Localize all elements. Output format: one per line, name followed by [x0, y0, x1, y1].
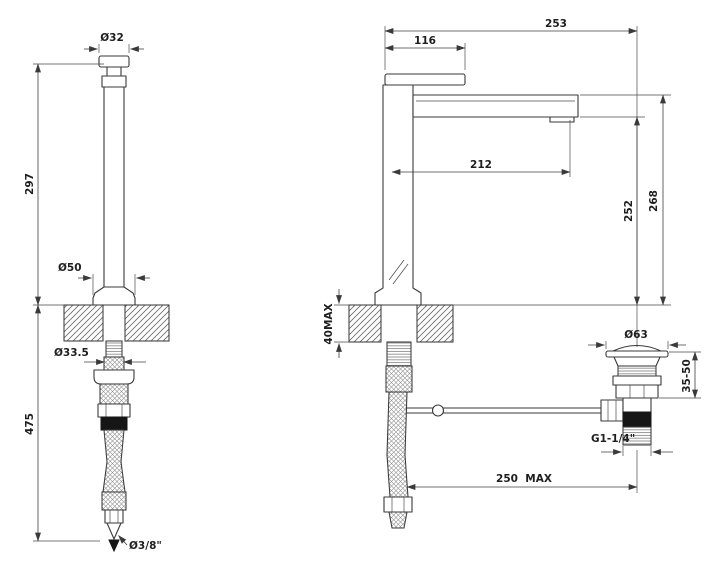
mounting-flange: [93, 369, 135, 385]
front-neck: [106, 66, 122, 77]
flex-hose: [102, 429, 126, 493]
dim-label-250max: 250 MAX: [496, 473, 552, 485]
plug-dome: [612, 344, 662, 352]
dim-label-212: 212: [470, 159, 492, 171]
hose-cone: [106, 522, 122, 540]
deck-right: [124, 304, 170, 342]
hose-tip: [108, 539, 120, 553]
front-collar: [101, 75, 127, 88]
hose-collar: [385, 365, 413, 393]
front-body: [103, 86, 125, 288]
braided-section-2: [99, 383, 129, 405]
dim-handle-diameter: Ø32: [84, 32, 144, 53]
popup-rod-channel: [388, 259, 405, 281]
dim-handle-projection: 116: [384, 35, 466, 70]
dim-label-o63: Ø63: [624, 329, 648, 341]
dim-label-253: 253: [545, 18, 567, 30]
front-lever-cap: [98, 55, 130, 68]
front-base: [92, 286, 136, 306]
side-faucet: [374, 73, 579, 306]
waste-flange: [605, 350, 669, 358]
dim-label-297: 297: [24, 173, 36, 195]
side-view: 253 116 212 252 268 40MAX: [323, 18, 701, 529]
deck-left: [63, 304, 104, 342]
dim-overall-height: 268: [453, 94, 671, 306]
deck-right: [416, 304, 454, 343]
popup-rod-linkage: [405, 399, 624, 422]
waste-nut: [615, 384, 659, 399]
hose-nut: [383, 496, 413, 513]
flex-hose: [386, 391, 409, 498]
dim-base-diameter: Ø50: [58, 262, 150, 295]
dim-waste-deck-range: 35-50: [659, 351, 701, 399]
side-lever: [384, 73, 466, 86]
aerator: [549, 116, 575, 123]
front-faucet: [92, 55, 136, 306]
rubber-washer: [100, 416, 128, 431]
waste-thread-upper: [617, 365, 657, 377]
hose-nut: [104, 509, 124, 524]
mounting-nut: [97, 403, 131, 418]
tailpiece: [622, 397, 652, 413]
hose-end: [388, 511, 408, 529]
dim-label-40max: 40MAX: [323, 303, 335, 344]
threaded-shank: [386, 341, 412, 367]
dim-label-o32: Ø32: [100, 32, 124, 44]
side-spout: [412, 94, 579, 118]
dim-shank-diameter: Ø33.5: [54, 347, 146, 365]
dim-height-below-deck: 475: [24, 304, 100, 542]
front-view: Ø32 297 Ø50 Ø33.5 475 Ø3/8": [24, 32, 170, 553]
dim-supply-hose-thread: Ø3/8": [118, 535, 162, 552]
dim-label-3550: 35-50: [681, 359, 693, 393]
dim-label-252: 252: [623, 200, 635, 222]
tailpiece-thread: [622, 426, 652, 446]
side-supply-hose: [383, 341, 413, 529]
side-body: [374, 84, 422, 306]
braided-section: [103, 356, 125, 371]
front-deck-section: [63, 304, 170, 342]
front-supply-hose: [101, 429, 127, 553]
dim-label-g114: G1-1/4": [591, 433, 635, 445]
dim-spout-underside-height: 252: [580, 116, 645, 306]
dim-spout-reach: 212: [391, 120, 571, 177]
side-deck-section: [348, 304, 454, 343]
dim-label-o38: Ø3/8": [129, 540, 162, 552]
popup-waste: [605, 26, 669, 493]
dim-max-deck-thickness: 40MAX: [323, 289, 349, 358]
dim-waste-flange-diameter: Ø63: [588, 329, 686, 349]
rod-ball-joint: [431, 404, 445, 417]
dim-label-o50: Ø50: [58, 262, 82, 274]
waste-clamp: [612, 375, 662, 386]
flange-neck: [613, 356, 661, 367]
dim-rod-max-reach: 250 MAX: [406, 473, 638, 490]
dim-label-116: 116: [414, 35, 436, 47]
dim-label-268: 268: [648, 190, 660, 212]
pivot-nut: [600, 399, 624, 422]
dim-label-o335: Ø33.5: [54, 347, 89, 359]
threaded-shank: [105, 340, 123, 358]
dim-waste-outlet-thread: G1-1/4": [591, 433, 673, 456]
deck-left: [348, 304, 382, 343]
tailpiece-seal: [622, 411, 652, 428]
dim-label-475: 475: [24, 413, 36, 435]
flex-hose-end: [101, 491, 127, 511]
front-undermount-stack: [93, 340, 135, 431]
